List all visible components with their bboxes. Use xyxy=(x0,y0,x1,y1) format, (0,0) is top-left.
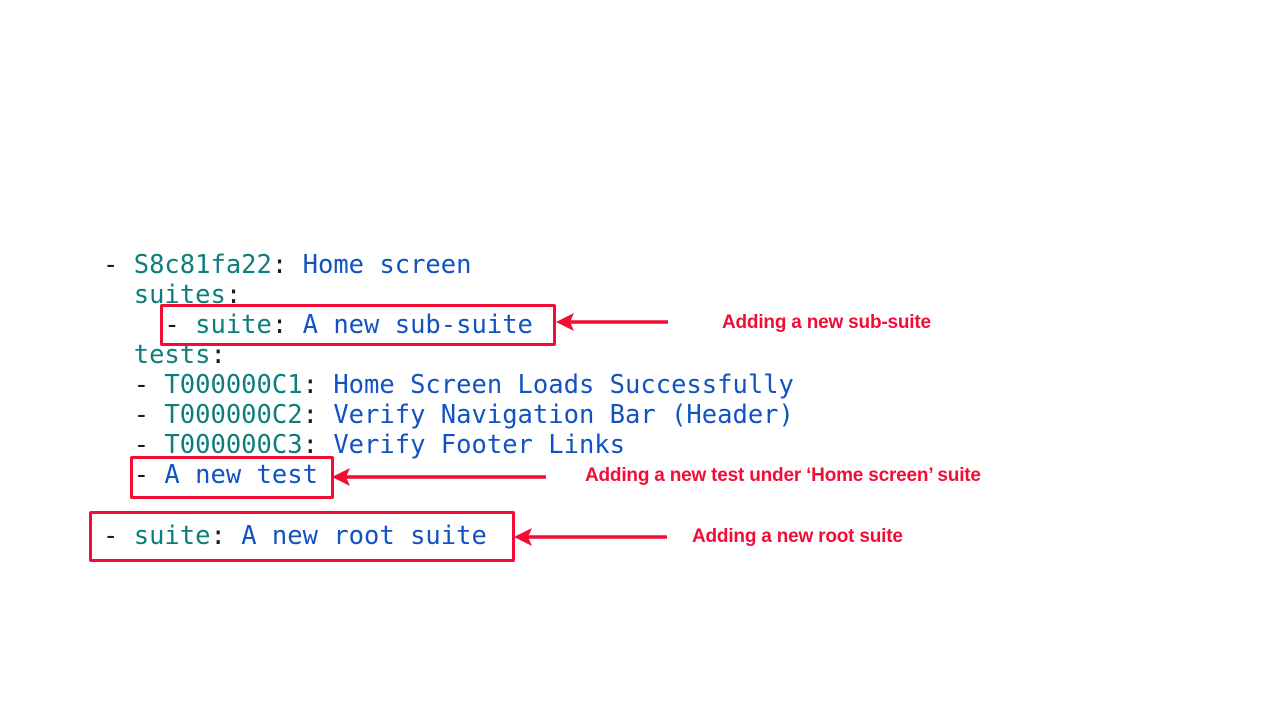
code-line: - S8c81fa22: Home screen xyxy=(103,250,472,280)
code-line: - suite: A new sub-suite xyxy=(103,310,533,340)
yaml-code-block-home-screen: - S8c81fa22: Home screen suites: - suite… xyxy=(103,250,794,490)
code-line: tests: xyxy=(133,340,226,370)
arrow-left-icon-root-suite xyxy=(514,528,667,546)
code-line: - A new test xyxy=(103,460,318,490)
annotation-label-new-test: Adding a new test under ‘Home screen’ su… xyxy=(585,465,981,486)
code-line: - T000000C3: Verify Footer Links xyxy=(103,430,626,460)
annotation-label-sub-suite: Adding a new sub-suite xyxy=(722,312,931,333)
code-line: - suite: A new root suite xyxy=(103,521,487,551)
highlight-box-new-test xyxy=(130,456,334,499)
code-line: - T000000C2: Verify Navigation Bar (Head… xyxy=(103,400,794,430)
highlight-box-sub-suite xyxy=(160,304,556,346)
annotation-label-root-suite: Adding a new root suite xyxy=(692,526,903,547)
yaml-code-block-root-suite: - suite: A new root suite xyxy=(103,521,487,551)
highlight-box-root-suite xyxy=(89,511,515,562)
code-line: - T000000C1: Home Screen Loads Successfu… xyxy=(103,370,794,400)
